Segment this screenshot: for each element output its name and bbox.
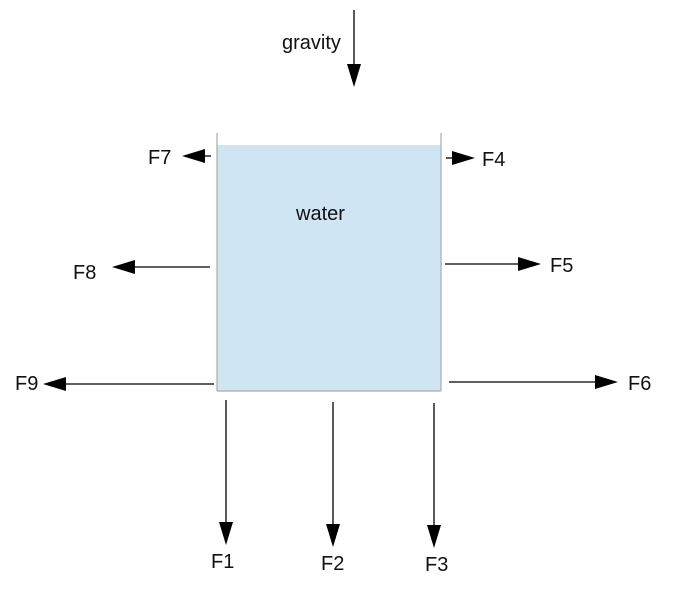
- arrow-right-icon: [518, 257, 541, 271]
- water-container: [216, 133, 442, 392]
- arrow-down-icon: [219, 522, 233, 545]
- arrow-left-icon: [43, 377, 66, 391]
- arrow-down-icon: [347, 64, 361, 87]
- force-arrow-f5: [445, 257, 541, 271]
- force-arrow-f7: [182, 149, 211, 163]
- force-label-f7: F7: [148, 147, 171, 169]
- arrow-left-icon: [182, 149, 205, 163]
- force-label-f8: F8: [73, 262, 96, 284]
- force-arrow-f6: [449, 375, 618, 389]
- force-arrow-f8: [112, 260, 210, 274]
- force-label-f5: F5: [550, 255, 573, 277]
- force-arrow-f4: [446, 151, 475, 165]
- arrow-right-icon: [452, 151, 475, 165]
- force-label-f4: F4: [482, 149, 505, 171]
- water-fill: [217, 145, 441, 391]
- force-label-f6: F6: [628, 373, 651, 395]
- gravity-label: gravity: [282, 32, 341, 54]
- force-label-f9: F9: [15, 373, 38, 395]
- force-label-f3: F3: [425, 554, 448, 576]
- arrow-right-icon: [595, 375, 618, 389]
- force-arrow-f9: [43, 377, 214, 391]
- arrow-down-icon: [326, 524, 340, 547]
- force-arrow-f2: [326, 402, 340, 547]
- water-label: water: [295, 203, 345, 225]
- arrow-down-icon: [427, 525, 441, 548]
- force-arrow-f1: [219, 400, 233, 545]
- gravity-arrow: [347, 10, 361, 87]
- force-label-f1: F1: [211, 551, 234, 573]
- force-arrow-f3: [427, 403, 441, 548]
- force-label-f2: F2: [321, 553, 344, 575]
- arrow-left-icon: [112, 260, 135, 274]
